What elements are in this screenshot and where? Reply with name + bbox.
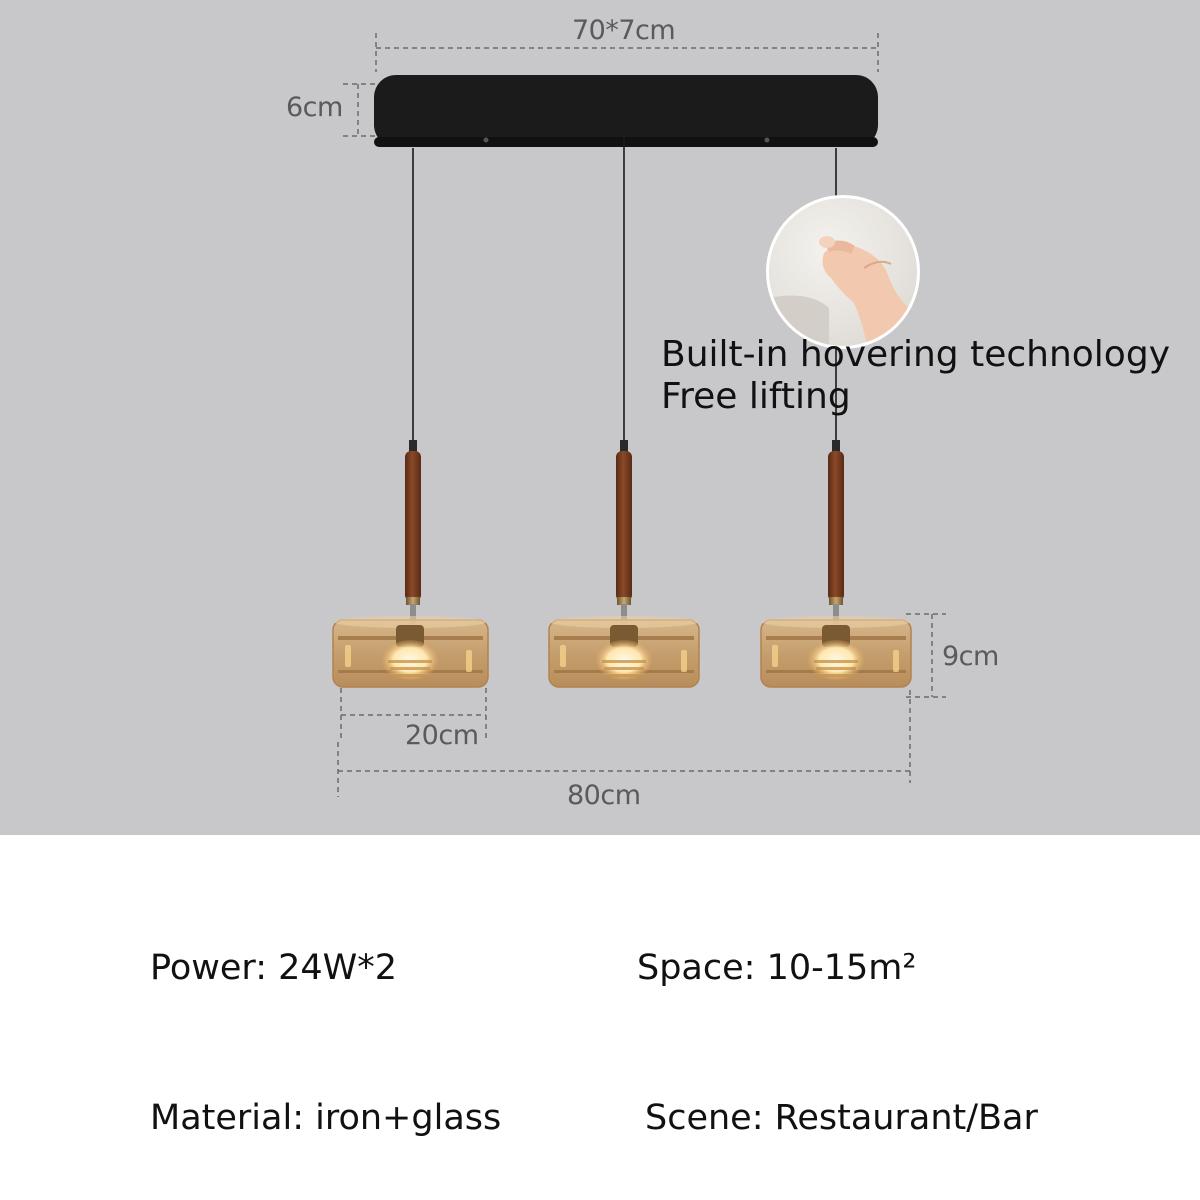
- pendant-lamp-right: [760, 440, 912, 688]
- shade-diameter-dimension: [340, 688, 487, 742]
- shade-height-label: 9cm: [942, 641, 999, 672]
- shade-diameter-label: 20cm: [405, 720, 479, 751]
- top-width-label: 70*7cm: [572, 15, 676, 46]
- spec-material: Material: iron+glass: [150, 1098, 502, 1138]
- spec-power: Power: 24W*2: [150, 948, 398, 988]
- spec-scene: Scene: Restaurant/Bar: [645, 1098, 1038, 1138]
- canopy-height-label: 6cm: [286, 92, 343, 123]
- hand-pinch-icon: [766, 195, 920, 349]
- ceiling-canopy: [374, 75, 878, 147]
- canopy-height-dimension: [343, 83, 380, 137]
- spec-space: Space: 10-15m²: [637, 948, 917, 988]
- shade-height-dimension: [906, 613, 946, 698]
- product-image: 70*7cm 6cm 9cm 20cm 80cm Built-in hoveri…: [0, 0, 1200, 835]
- feature-line-1: Built-in hovering technology: [661, 334, 1170, 375]
- pendant-lamp-center: [548, 440, 700, 688]
- total-width-label: 80cm: [567, 780, 641, 811]
- total-width-dimension: [337, 690, 911, 797]
- feature-callout: Built-in hovering technology Free liftin…: [661, 334, 1170, 419]
- top-width-dimension: [375, 33, 879, 72]
- feature-line-2: Free lifting: [661, 376, 851, 418]
- pendant-lamp-left: [332, 440, 489, 688]
- pendant-lamp-illustration: [332, 33, 946, 797]
